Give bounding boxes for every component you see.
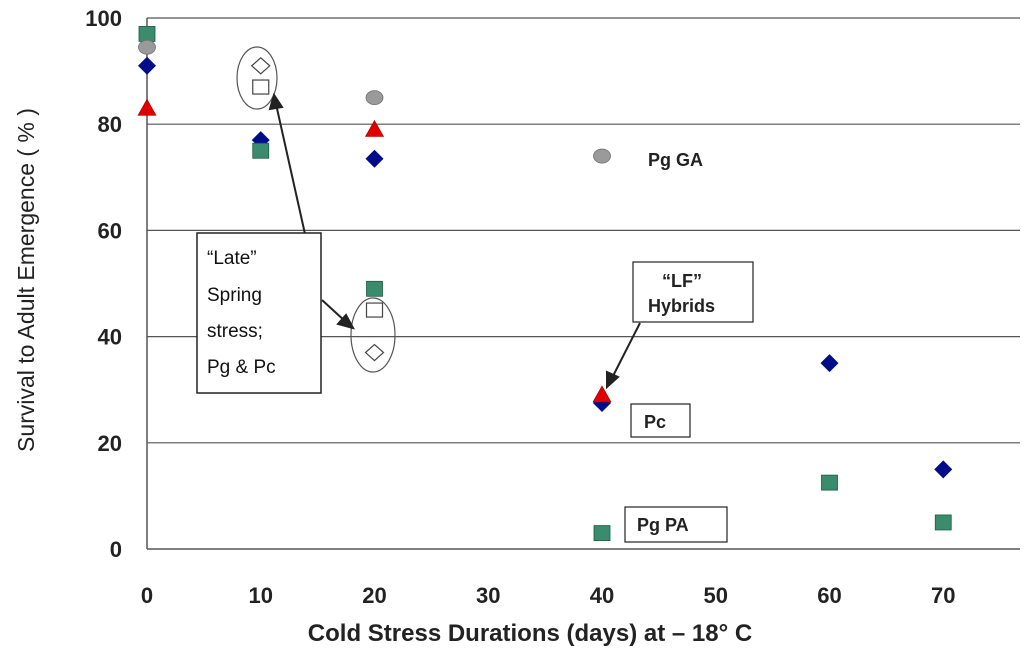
late-spring-label-line2: Spring: [207, 285, 262, 306]
lf-hybrids-box-frame: [632, 261, 754, 323]
point-square-70: [934, 514, 952, 531]
late-spring-arrows: [268, 92, 355, 330]
point-open-square-10: [252, 79, 270, 95]
late-spring-label-line1: “Late”: [207, 248, 257, 269]
late-spring-box: “Late” Spring stress; Pg & Pc: [196, 232, 322, 394]
point-diamond-60: [820, 354, 839, 373]
arrow-head-10d: [268, 92, 284, 111]
pg-pa-box-frame: [624, 506, 728, 543]
point-diamond-0: [138, 56, 156, 75]
lf-hybrids-label-line2: Hybrids: [648, 296, 715, 316]
lf-arrow-line: [611, 322, 641, 379]
x-tick-20: 20: [362, 583, 386, 608]
x-tick-60: 60: [817, 583, 841, 608]
point-circle-0: [138, 39, 156, 55]
point-square-10: [252, 142, 270, 159]
point-square-0: [138, 26, 156, 42]
pc-box-frame: [630, 403, 691, 438]
y-tick-60: 60: [98, 218, 122, 243]
x-axis-title: Cold Stress Durations (days) at – 18° C: [308, 620, 752, 647]
lf-hybrids-label-line1: “LF”: [662, 271, 702, 291]
y-tick-100: 100: [85, 6, 122, 31]
y-tick-labels: 0 20 40 60 80 100: [85, 6, 122, 562]
point-open-square-20: [365, 302, 384, 318]
point-square-60: [821, 474, 838, 491]
point-circle-40: [593, 148, 611, 164]
lf-hybrids-box: “LF” Hybrids: [632, 261, 754, 323]
y-tick-0: 0: [110, 537, 122, 562]
x-tick-30: 30: [476, 583, 500, 608]
point-triangle-20: [364, 119, 385, 137]
point-triangle-0: [137, 98, 157, 116]
pc-box: Pc: [630, 403, 691, 438]
late-spring-label-line4: Pg & Pc: [207, 357, 276, 378]
x-tick-50: 50: [704, 583, 728, 608]
x-tick-40: 40: [590, 583, 614, 608]
point-triangle-40: [592, 385, 612, 403]
point-diamond-20: [365, 149, 384, 168]
lf-arrow-head: [606, 370, 620, 390]
late-spring-ellipse-20d: [350, 297, 396, 373]
point-open-diamond-10: [250, 56, 271, 75]
data-points: [137, 26, 953, 541]
late-spring-box-frame: [196, 232, 322, 394]
y-axis-title: Survival to Adult Emergence ( % ): [13, 108, 39, 452]
point-diamond-70: [934, 460, 953, 479]
point-open-diamond-20: [364, 343, 385, 362]
lf-arrow: [606, 322, 641, 390]
x-tick-70: 70: [931, 583, 955, 608]
x-tick-0: 0: [141, 583, 153, 608]
point-square-40: [593, 525, 611, 541]
arrow-to-10d: [275, 103, 306, 235]
point-square-20: [366, 280, 383, 297]
arrow-head-20d: [336, 313, 355, 330]
late-spring-ellipse-10d: [236, 46, 278, 110]
y-tick-20: 20: [98, 431, 122, 456]
x-tick-10: 10: [249, 583, 273, 608]
y-tick-80: 80: [98, 112, 122, 137]
pg-ga-label: Pg GA: [648, 150, 703, 170]
pc-label: Pc: [644, 412, 666, 432]
late-spring-label-line3: stress;: [207, 321, 263, 342]
y-tick-40: 40: [98, 325, 122, 350]
x-tick-labels: 0 10 20 30 40 50 60 70: [141, 583, 956, 608]
point-circle-20: [365, 90, 384, 106]
pg-pa-box: Pg PA: [624, 506, 728, 543]
pg-pa-label: Pg PA: [637, 515, 689, 535]
